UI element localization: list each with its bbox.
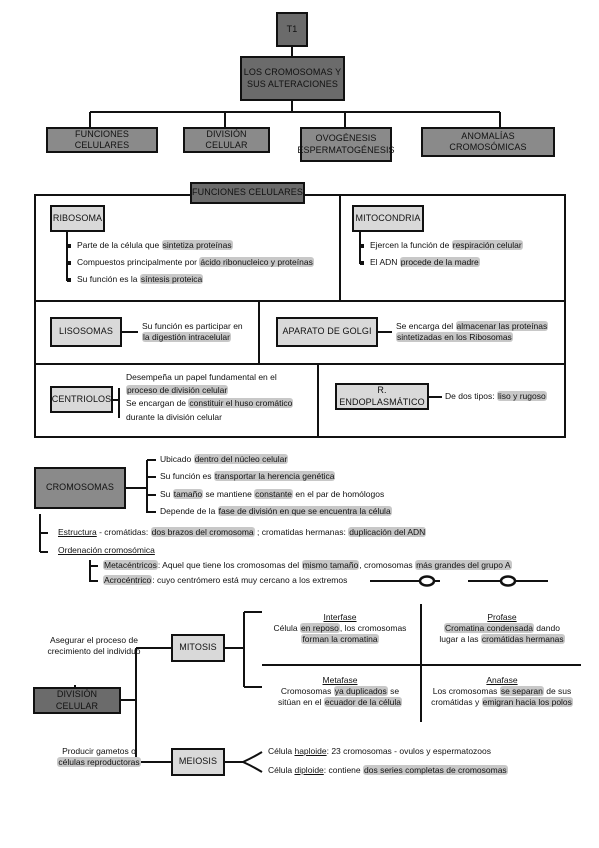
lisosomas-box: LISOSOMAS	[50, 317, 122, 347]
cromosomas-label: CROMOSOMAS	[45, 482, 114, 493]
golgi-desc: Se encarga del almacenar las proteínas s…	[396, 321, 549, 343]
estructura-line: Estructura - cromátidas: dos brazos del …	[58, 527, 427, 537]
mitocondria-label: MITOCONDRIA	[355, 212, 421, 223]
lisosomas-desc: Su función es participar en la digestión…	[142, 321, 243, 343]
main-title-line1: LOS CROMOSOMAS Y	[243, 67, 342, 78]
ribosoma-point-1: Parte de la célula que sintetiza proteín…	[67, 240, 233, 251]
division-celular-box: DIVISIÓN CELULAR	[33, 687, 121, 714]
t1-label: T1	[286, 23, 298, 34]
mitosis-purpose: Asegurar el proceso de crecimiento del i…	[47, 635, 141, 657]
meiosis-label: MEIOSIS	[178, 756, 218, 767]
branch-funciones-label: FUNCIONES CELULARES	[74, 128, 130, 150]
metacentricos-line: Metacéntricos: Aquel que tiene los cromo…	[103, 560, 512, 570]
division-celular-label: DIVISIÓN CELULAR	[55, 689, 99, 711]
interfase-cell: Interfase Célula en reposo, los cromosom…	[273, 612, 407, 645]
centriolos-label: CENTRIOLOS	[51, 393, 112, 404]
funciones-header: FUNCIONES CELULARES	[190, 182, 305, 204]
t1-box: T1	[276, 12, 308, 47]
reticulo-box: R. ENDOPLASMÁTICO	[335, 383, 429, 410]
branch-funciones-celulares: FUNCIONES CELULARES	[46, 127, 158, 153]
ordenacion-line: Ordenación cromosómica	[58, 545, 155, 555]
ribosoma-point-2: Compuestos principalmente por ácido ribo…	[67, 257, 314, 268]
branch-ovo-line2: ESPERMATOGÉNESIS	[297, 144, 395, 155]
mitocondria-point-2: El ADN procede de la madre	[360, 257, 480, 268]
reticulo-desc: De dos tipos: liso y rugoso	[445, 391, 547, 401]
main-title-box: LOS CROMOSOMAS Y SUS ALTERACIONES	[240, 56, 345, 101]
diploide-line: Célula diploide: contiene dos series com…	[268, 765, 508, 775]
centriolos-desc: Desempeña un papel fundamental en el pro…	[126, 372, 294, 422]
metafase-cell: Metafase Cromosomas ya duplicados se sit…	[278, 675, 402, 708]
bullet-icon	[67, 240, 77, 250]
cromosomas-point-2: Su función es transportar la herencia ge…	[160, 471, 336, 481]
bullet-icon	[360, 240, 370, 250]
funciones-header-label: FUNCIONES CELULARES	[192, 187, 303, 198]
centriolos-box: CENTRIOLOS	[50, 386, 113, 413]
cromosomas-point-1: Ubicado dentro del núcleo celular	[160, 454, 289, 464]
bullet-icon	[360, 257, 370, 267]
bullet-icon	[67, 274, 77, 284]
mitosis-box: MITOSIS	[171, 634, 225, 662]
ribosoma-label: RIBOSOMA	[52, 212, 103, 223]
cromosomas-box: CROMOSOMAS	[34, 467, 126, 509]
branch-ovogenesis: OVOGÉNESIS ESPERMATOGÉNESIS	[297, 127, 395, 162]
ribosoma-point-3: Su función es la síntesis proteica	[67, 274, 204, 285]
anafase-cell: Anafase Los cromosomas se separan de sus…	[431, 675, 573, 708]
mitosis-label: MITOSIS	[179, 642, 217, 653]
reticulo-label: R. ENDOPLASMÁTICO	[339, 385, 425, 407]
main-title-line2: SUS ALTERACIONES	[247, 78, 338, 89]
golgi-label: APARATO DE GOLGI	[282, 326, 372, 337]
mitocondria-box: MITOCONDRIA	[352, 205, 424, 232]
lisosomas-label: LISOSOMAS	[59, 326, 113, 337]
branch-ovo-line1: OVOGÉNESIS	[315, 133, 377, 144]
acrocentrico-line: Acrocéntrico: cuyo centrómero está muy c…	[103, 575, 348, 585]
cromosomas-point-3: Su tamaño se mantiene constante en el pa…	[160, 489, 385, 499]
ribosoma-box: RIBOSOMA	[50, 205, 105, 232]
cromosomas-point-4: Depende de la fase de división en que se…	[160, 506, 392, 516]
meiosis-purpose: Producir gametos o células reproductoras	[57, 746, 141, 768]
branch-anomalias-label: ANOMALÍAS CROMOSÓMICAS	[449, 130, 527, 152]
bullet-icon	[67, 257, 77, 267]
profase-cell: Profase Cromatina condensada dando lugar…	[439, 612, 565, 645]
golgi-box: APARATO DE GOLGI	[276, 317, 378, 347]
meiosis-box: MEIOSIS	[171, 748, 225, 776]
branch-anomalias: ANOMALÍAS CROMOSÓMICAS	[421, 127, 555, 157]
branch-division-label: DIVISIÓN CELULAR	[205, 128, 248, 150]
haploide-line: Célula haploide: 23 cromosomas - ovulos …	[268, 746, 492, 756]
branch-division-celular: DIVISIÓN CELULAR	[183, 127, 270, 153]
mitocondria-point-1: Ejercen la función de respiración celula…	[360, 240, 523, 251]
